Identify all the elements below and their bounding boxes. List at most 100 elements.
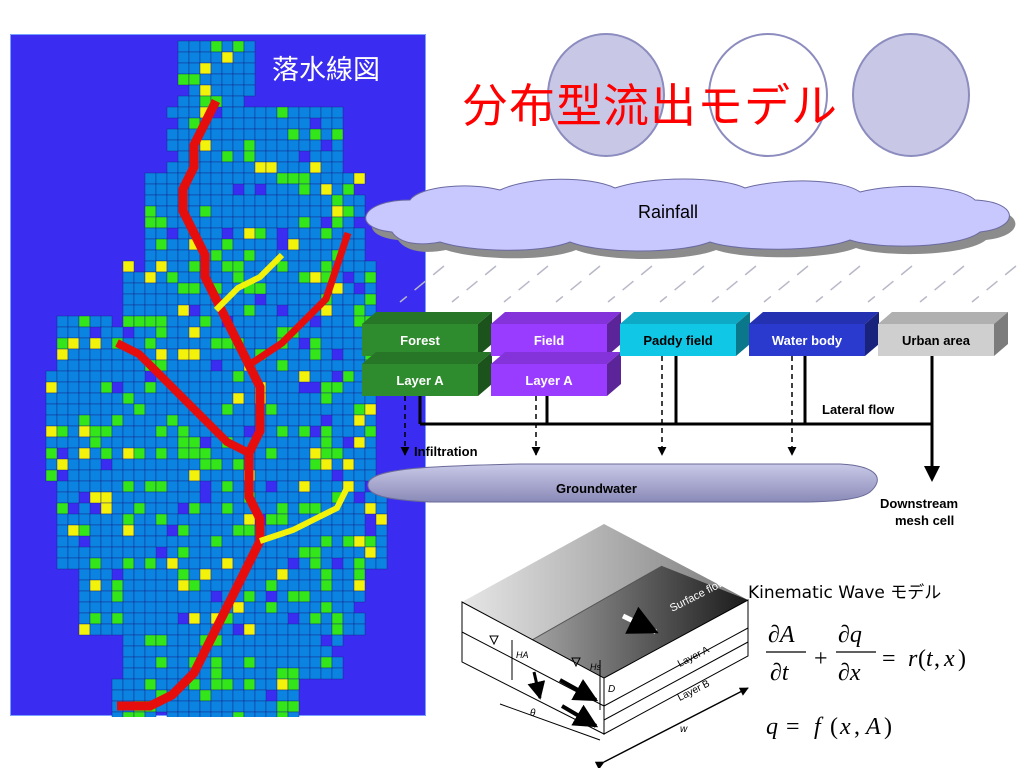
map-cell bbox=[188, 711, 201, 717]
landuse-layer-box-2-top bbox=[491, 352, 621, 364]
page-title: 分布型流出モデル bbox=[462, 79, 838, 133]
rainfall-cloud bbox=[365, 178, 1016, 259]
rain-streak bbox=[971, 265, 1017, 303]
ha-label: HA bbox=[516, 650, 529, 660]
rain-streak bbox=[399, 265, 445, 303]
landuse-box-2-label: Field bbox=[534, 333, 564, 348]
map-cell bbox=[232, 711, 245, 717]
svg-text:A: A bbox=[864, 714, 881, 740]
map-cell bbox=[353, 623, 366, 636]
map-cell bbox=[133, 711, 146, 717]
kinematic-equations: ∂A ∂t + ∂q ∂x = r ( t , x ) q = f ( x , … bbox=[766, 622, 966, 740]
rain-streaks bbox=[399, 265, 1017, 303]
drainage-map bbox=[10, 34, 426, 717]
landuse-box-4-top bbox=[749, 312, 879, 324]
svg-text:+: + bbox=[814, 646, 828, 672]
landuse-box-1-top bbox=[362, 312, 492, 324]
map-label: 落水線図 bbox=[272, 55, 380, 86]
map-cell bbox=[265, 711, 278, 717]
hillslope-block bbox=[461, 524, 749, 768]
map-cell bbox=[111, 711, 124, 717]
theta-label: θ bbox=[530, 708, 536, 719]
map-cell bbox=[177, 711, 190, 717]
map-cell bbox=[243, 711, 256, 717]
rainfall-label: Rainfall bbox=[638, 202, 699, 222]
rain-streak bbox=[503, 265, 549, 303]
map-cell bbox=[331, 667, 344, 680]
rain-streak bbox=[555, 265, 601, 303]
map-cell bbox=[276, 711, 289, 717]
landuse-box-4-label: Water body bbox=[772, 333, 843, 348]
svg-text:): ) bbox=[884, 714, 892, 740]
rain-streak bbox=[451, 265, 497, 303]
rain-streak bbox=[659, 265, 705, 303]
landuse-box-3 bbox=[620, 324, 736, 356]
infiltration-arrows bbox=[400, 356, 797, 456]
landuse-box-3-label: Paddy field bbox=[643, 333, 712, 348]
svg-text:∂t: ∂t bbox=[770, 660, 790, 686]
river-channel bbox=[259, 484, 351, 544]
landuse-box-3-top bbox=[620, 312, 750, 324]
downstream-label-line2: mesh cell bbox=[895, 513, 955, 528]
svg-text:x: x bbox=[839, 714, 851, 740]
map-cell bbox=[166, 711, 179, 717]
map-cell bbox=[353, 480, 366, 493]
svg-text:(: ( bbox=[918, 646, 926, 672]
landuse-layer-box-1-side bbox=[478, 352, 492, 396]
landuse-layer-box-1-top bbox=[362, 352, 492, 364]
landuse-box-2 bbox=[491, 324, 607, 356]
landuse-box-3-side bbox=[736, 312, 750, 356]
svg-text:∂q: ∂q bbox=[838, 622, 862, 648]
groundwater-label: Groundwater bbox=[556, 481, 637, 496]
river-channel bbox=[213, 252, 285, 313]
rain-streak bbox=[711, 265, 757, 303]
map-cell bbox=[375, 557, 388, 570]
rain-streak bbox=[815, 265, 861, 303]
river-channel bbox=[115, 339, 251, 457]
river-channel bbox=[247, 231, 352, 368]
svg-text:,: , bbox=[854, 714, 860, 740]
kinematic-wave-title: Kinematic Wave モデル bbox=[748, 583, 942, 603]
landuse-layer-box-2-side bbox=[607, 352, 621, 396]
svg-text:f: f bbox=[814, 714, 824, 740]
map-cell bbox=[221, 711, 234, 717]
groundwater-body bbox=[367, 463, 878, 503]
map-cell bbox=[243, 84, 256, 97]
map-cell bbox=[144, 711, 157, 717]
landuse-box-4-side bbox=[865, 312, 879, 356]
landuse-box-4 bbox=[749, 324, 865, 356]
rain-streak bbox=[763, 265, 809, 303]
svg-text:): ) bbox=[958, 646, 966, 672]
landuse-layer-box-1 bbox=[362, 364, 478, 396]
svg-text:t: t bbox=[926, 646, 934, 672]
rain-streak bbox=[867, 265, 913, 303]
map-cell bbox=[210, 711, 223, 717]
rain-streak bbox=[607, 265, 653, 303]
map-cell bbox=[353, 172, 366, 185]
river-channel bbox=[117, 98, 265, 711]
svg-text:,: , bbox=[934, 646, 940, 672]
svg-text:q: q bbox=[766, 714, 778, 740]
decorative-circle bbox=[547, 33, 665, 157]
landuse-layer-box-2 bbox=[491, 364, 607, 396]
map-cell bbox=[254, 711, 267, 717]
map-cell bbox=[287, 711, 300, 717]
svg-text:∂A: ∂A bbox=[768, 622, 795, 648]
svg-text:x: x bbox=[943, 646, 955, 672]
map-cell bbox=[67, 491, 80, 504]
landuse-layer-box-2-label: Layer A bbox=[525, 373, 573, 388]
landuse-box-1-side bbox=[478, 312, 492, 356]
svg-text:∂x: ∂x bbox=[838, 660, 861, 686]
landuse-box-5 bbox=[878, 324, 994, 356]
w-label: w bbox=[680, 724, 688, 735]
landuse-layer-box-1-label: Layer A bbox=[396, 373, 444, 388]
svg-text:=: = bbox=[786, 714, 800, 740]
downstream-arrow bbox=[924, 466, 940, 482]
hs-label: Hs bbox=[590, 662, 601, 672]
map-cell bbox=[45, 469, 58, 482]
landuse-box-5-side bbox=[994, 312, 1008, 356]
landuse-box-1 bbox=[362, 324, 478, 356]
landuse-box-2-top bbox=[491, 312, 621, 324]
